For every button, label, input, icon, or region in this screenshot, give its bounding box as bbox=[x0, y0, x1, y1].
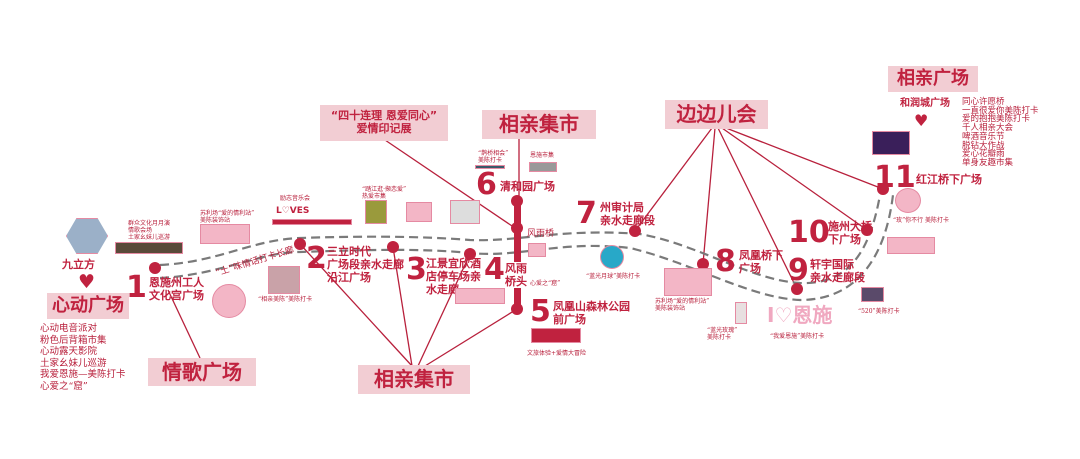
moon-photo bbox=[450, 200, 480, 224]
river-label-fengyuqiao: 风雨桥 bbox=[527, 229, 555, 239]
caption-blue-moon: “蓝光月球”美陈打卡 bbox=[586, 273, 641, 280]
rose-photo bbox=[895, 188, 921, 213]
station-4-number: 4 bbox=[484, 252, 505, 287]
xindong-activities: 心动电音派对粉色后背箱市集心动露天影院 土家幺妹儿巡游我爱恩施—美陈打卡心爱之“… bbox=[40, 323, 126, 392]
hub-xiangqin-jishi-top: 相亲集市 bbox=[482, 110, 596, 139]
station-11-name: 红江桥下广场 bbox=[916, 173, 982, 186]
caption-love-station-2: 苏利场“爱的情利站”美陈装饰站 bbox=[655, 298, 710, 312]
station-4-name: 风雨桥头 bbox=[505, 262, 527, 288]
love-station-photo-4 bbox=[887, 237, 935, 254]
river-route bbox=[159, 194, 895, 302]
station-9-number: 9 bbox=[788, 253, 809, 288]
caption-blue-rose: “蓝光玫瑰”美陈打卡 bbox=[707, 327, 738, 341]
xindong-venue: 九立方 bbox=[62, 258, 95, 271]
station-10-number: 10 bbox=[788, 215, 830, 250]
heart-icon: ♥ bbox=[78, 271, 96, 293]
hub-xindong-guangchang: 心动广场 bbox=[47, 293, 129, 319]
love-station-photo bbox=[200, 224, 250, 244]
connector-lines bbox=[167, 127, 884, 367]
station-7-name: 州审计局亲水走廊段 bbox=[600, 201, 655, 227]
corridor-photo bbox=[212, 284, 246, 318]
station-8-number: 8 bbox=[715, 244, 736, 279]
caption-rose: “玫”你不行 美陈打卡 bbox=[893, 217, 950, 224]
loves-sign: L♡VES bbox=[276, 206, 310, 216]
station-10-name: 施州大桥下广场 bbox=[828, 220, 872, 246]
caption-heart-cave: 心爱之“窟” bbox=[530, 280, 561, 287]
caption-love-enshi: “我爱恩施”美陈打卡 bbox=[770, 333, 825, 340]
caption-market: “踏江逛·撷恋爱”热爱市集 bbox=[362, 186, 407, 200]
love-station-photo-3 bbox=[664, 268, 712, 296]
xiangqin-venue: 和润城广场 bbox=[900, 98, 950, 109]
caption-love-station: 苏利场“爱的情利站”美陈装饰站 bbox=[200, 210, 255, 224]
station-3-name: 江景宜欣酒店停车场亲水走廊 bbox=[426, 257, 481, 296]
station-1-number: 1 bbox=[126, 270, 147, 305]
station-2-number: 2 bbox=[306, 241, 327, 276]
caption-concert: 励志音乐会 bbox=[280, 195, 311, 202]
xiangqin-activities: 同心许愿桥一直很爱你美陈打卡 爱的抱抱美陈打卡千人相亲大会 啤酒音乐节脱钻大作战… bbox=[962, 97, 1039, 168]
station-7-number: 7 bbox=[576, 196, 597, 231]
station-dots bbox=[149, 183, 889, 315]
station-6-number: 6 bbox=[476, 167, 497, 202]
hub-bianbian-erhui: 边边儿会 bbox=[665, 100, 768, 129]
station-8-name: 凤凰桥下广场 bbox=[739, 249, 783, 275]
caption-enshi-market: 恩施市集 bbox=[530, 152, 555, 159]
jiulifang-photo bbox=[66, 218, 108, 254]
caption-magpie: “鹊桥相会”美陈打卡 bbox=[478, 150, 509, 164]
bridge-photo bbox=[475, 165, 505, 169]
hub-qingge-guangchang: 情歌广场 bbox=[148, 358, 256, 386]
station-11-number: 11 bbox=[874, 160, 916, 195]
blue-moon-photo bbox=[600, 245, 624, 269]
loves-stage bbox=[272, 219, 352, 225]
culture-palace-photo bbox=[115, 242, 183, 254]
garden-photo bbox=[268, 266, 300, 294]
love-enshi-sign: I♡恩施 bbox=[767, 303, 833, 327]
pink-photo bbox=[406, 202, 432, 222]
hub-yinji-exhibition: “四十连理 恩爱同心”爱情印记展 bbox=[320, 105, 448, 141]
heart-icon: ♥ bbox=[914, 111, 929, 130]
station-5-number: 5 bbox=[530, 294, 551, 329]
love-station-photo-2 bbox=[455, 288, 505, 304]
caption-culture: 群众文化月月演情歌会场土家幺妹儿巡游 bbox=[128, 220, 171, 241]
station-5-6-link bbox=[514, 201, 521, 309]
station-3-number: 3 bbox=[406, 252, 427, 287]
station-9-name: 轩宇国际亲水走廊段 bbox=[810, 258, 865, 284]
hub-xiangqin-jishi-bottom: 相亲集市 bbox=[358, 365, 470, 394]
caption-520: “520”美陈打卡 bbox=[858, 308, 900, 315]
market-stall-photo bbox=[529, 162, 557, 172]
station-2-name: 三立时代广场段亲水走廊沿江广场 bbox=[327, 245, 404, 284]
heart-cave-photo bbox=[528, 243, 546, 257]
station-1-name: 恩施州工人文化宫广场 bbox=[149, 276, 204, 302]
rose-tree-photo bbox=[735, 302, 747, 324]
hub-xiangqin-guangchang: 相亲广场 bbox=[888, 66, 978, 92]
station-5-name: 凤凰山森林公园前广场 bbox=[553, 300, 630, 326]
caption-culture-tour: 文旅体验+爱情大冒险 bbox=[527, 350, 587, 357]
520-photo bbox=[861, 287, 884, 302]
tent-photo bbox=[531, 328, 581, 343]
station-6-name: 清和园广场 bbox=[500, 180, 555, 193]
market-photo bbox=[365, 200, 387, 224]
concert-photo bbox=[872, 131, 910, 155]
caption-xiangqin-meichen: “相亲美陈”美陈打卡 bbox=[258, 296, 313, 303]
